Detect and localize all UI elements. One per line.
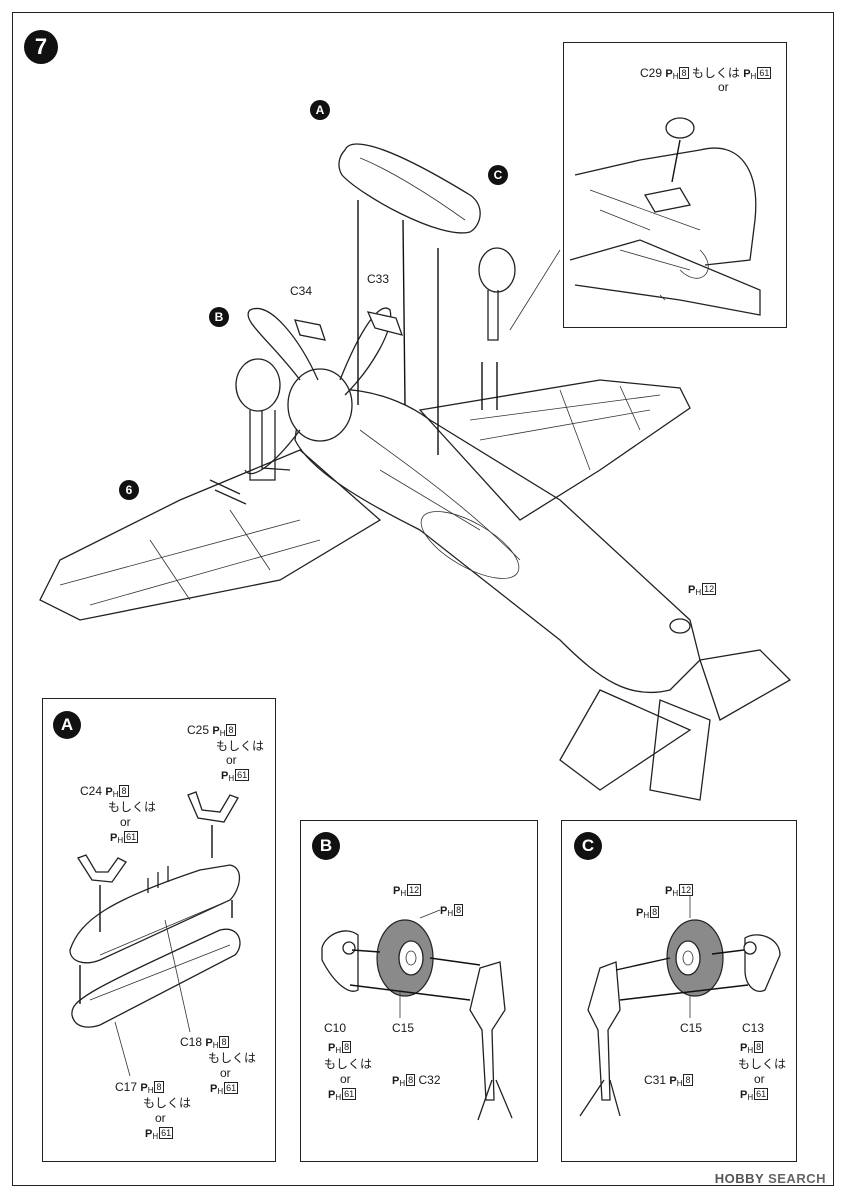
panel-a bbox=[42, 698, 276, 1162]
c13-paint-2: 61 bbox=[754, 1088, 769, 1100]
inset-or-jp: もしくは bbox=[691, 66, 740, 80]
panel-c-marker: C bbox=[574, 832, 602, 860]
panel-b-c15: C15 bbox=[392, 1021, 415, 1035]
part-c32: C32 bbox=[418, 1073, 441, 1087]
c10-paint-2: 61 bbox=[342, 1088, 357, 1100]
c18-or-jp: もしくは bbox=[208, 1051, 257, 1065]
c18-paint-2: 61 bbox=[224, 1082, 239, 1094]
panel-b bbox=[300, 820, 538, 1162]
c13-or-en: or bbox=[754, 1072, 765, 1086]
c25-paint-2: 61 bbox=[235, 769, 250, 781]
panel-c-c13-part: C13 bbox=[742, 1021, 765, 1035]
paint-subscript: H bbox=[695, 588, 702, 597]
c17-paint-1: 8 bbox=[154, 1081, 164, 1093]
c25-paint-1: 8 bbox=[226, 724, 236, 736]
c24-paint-2: 61 bbox=[124, 831, 139, 843]
inset-paint-8: 8 bbox=[679, 67, 689, 79]
c17-paint-2: 61 bbox=[159, 1127, 174, 1139]
inset-part-c29: C29 bbox=[640, 66, 663, 80]
part-c17: C17 bbox=[115, 1080, 138, 1094]
panel-b-marker: B bbox=[312, 832, 340, 860]
callout-b-marker: B bbox=[209, 307, 229, 327]
panel-c-ph8: 8 bbox=[650, 906, 660, 918]
inset-or-en: or bbox=[718, 80, 729, 94]
part-c31: C31 bbox=[644, 1073, 667, 1087]
callout-c-marker: C bbox=[488, 165, 508, 185]
part-label-c34: C34 bbox=[290, 284, 313, 298]
c24-or-en: or bbox=[120, 815, 131, 829]
c10-paint-1: 8 bbox=[342, 1041, 352, 1053]
watermark-rest: SEARCH bbox=[768, 1171, 826, 1186]
panel-b-c10-part: C10 bbox=[324, 1021, 347, 1035]
paint-number: 12 bbox=[702, 583, 717, 595]
hobbysearch-watermark: HOBBY SEARCH bbox=[715, 1171, 826, 1186]
panel-a-marker: A bbox=[53, 711, 81, 739]
c24-or-jp: もしくは bbox=[108, 800, 157, 814]
part-c24: C24 bbox=[80, 784, 103, 798]
panel-c bbox=[561, 820, 797, 1162]
c18-paint-1: 8 bbox=[219, 1036, 229, 1048]
detail-inset bbox=[563, 42, 787, 328]
panel-b-ph12: 12 bbox=[407, 884, 422, 896]
c10-or-jp: もしくは bbox=[324, 1057, 373, 1071]
c13-or-jp: もしくは bbox=[738, 1057, 787, 1071]
part-label-c33: C33 bbox=[367, 272, 390, 286]
c31-paint-1: 8 bbox=[683, 1074, 693, 1086]
c17-or-en: or bbox=[155, 1111, 166, 1125]
instruction-page-frame bbox=[12, 12, 834, 1186]
c17-or-jp: もしくは bbox=[143, 1096, 192, 1110]
paint-prefix: P bbox=[688, 584, 696, 596]
c10-or-en: or bbox=[340, 1072, 351, 1086]
inset-paint-61: 61 bbox=[757, 67, 772, 79]
c25-or-en: or bbox=[226, 753, 237, 767]
c25-or-jp: もしくは bbox=[216, 739, 265, 753]
watermark-brand: HOBBY bbox=[714, 1171, 764, 1186]
c24-paint-1: 8 bbox=[119, 785, 129, 797]
c13-paint-1: 8 bbox=[754, 1041, 764, 1053]
c32-paint-1: 8 bbox=[406, 1074, 416, 1086]
panel-c-c15: C15 bbox=[680, 1021, 703, 1035]
panel-b-ph8: 8 bbox=[454, 904, 464, 916]
callout-6-marker: 6 bbox=[119, 480, 139, 500]
panel-c-ph12: 12 bbox=[679, 884, 694, 896]
part-c18: C18 bbox=[180, 1035, 203, 1049]
part-c25: C25 bbox=[187, 723, 210, 737]
callout-a-marker: A bbox=[310, 100, 330, 120]
c18-or-en: or bbox=[220, 1066, 231, 1080]
step-number-badge: 7 bbox=[24, 30, 58, 64]
